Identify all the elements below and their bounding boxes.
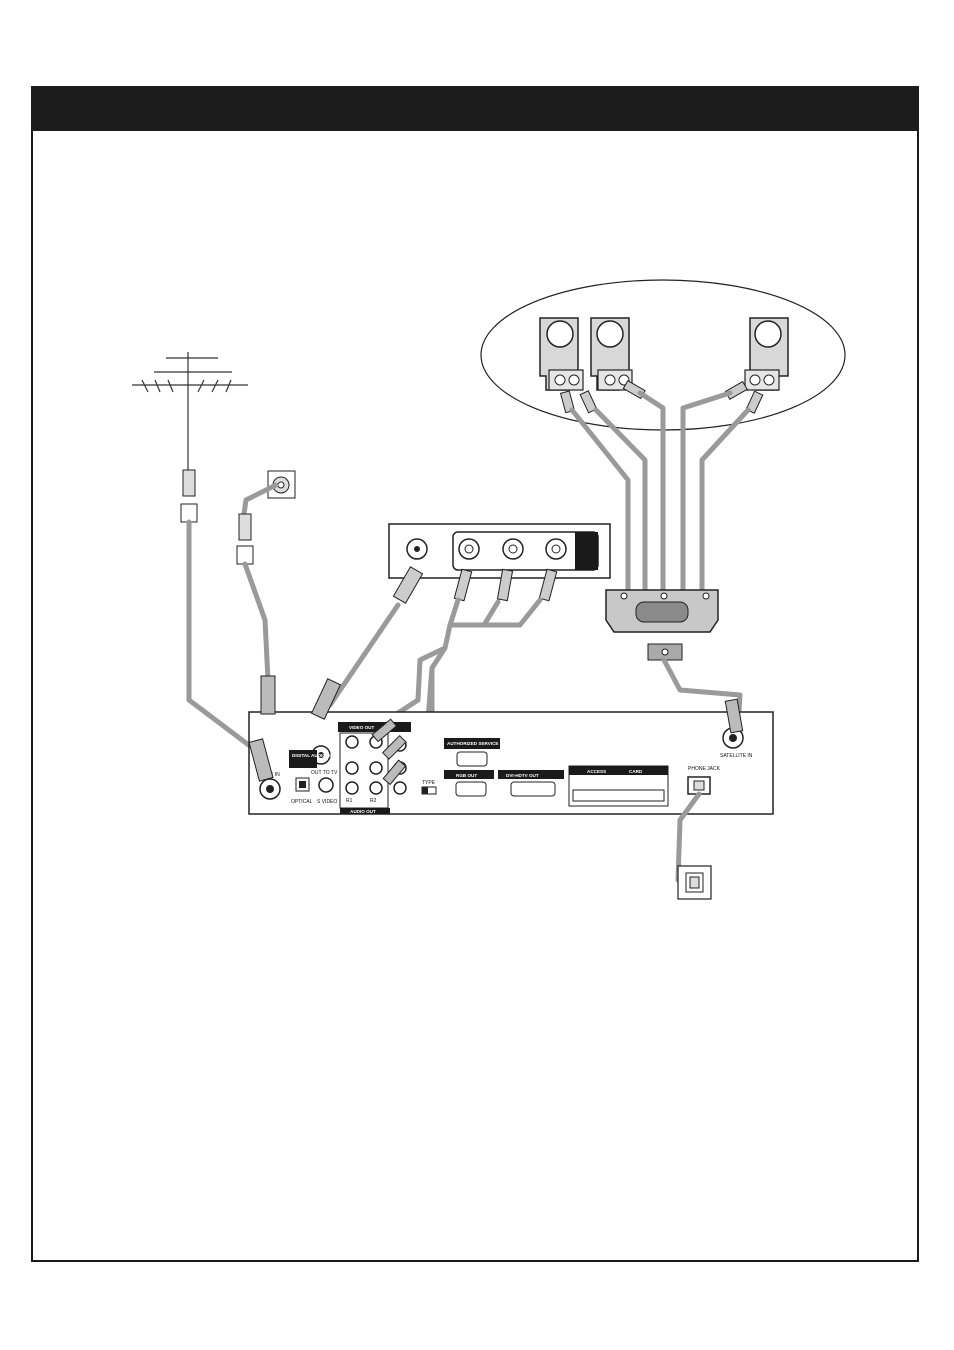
authorized-service-label: AUTHORIZED SERVICE ONLY [447, 741, 512, 746]
video-out-label: VIDEO OUT [349, 725, 374, 730]
access-card-right-label: CARD [629, 769, 643, 774]
wall-phone-jack-icon [678, 866, 711, 899]
r1-label: R1 [346, 798, 353, 804]
antenna-icon [132, 352, 248, 470]
satellite-in-label: SATELLITE IN [720, 753, 753, 759]
digital-audio-out-label: DIGITAL AUDIO OUT [292, 753, 337, 758]
wall-adapter-icon [237, 514, 253, 564]
cable-in-plug-icon [261, 676, 275, 714]
dvi-hdtv-out-label: DVI-HDTV OUT [506, 773, 539, 778]
tv-input-panel [389, 524, 610, 578]
rgb-out-label: RGB OUT [456, 773, 477, 778]
antenna-adapter-icon [181, 470, 197, 522]
r2-label: R2 [370, 798, 377, 804]
optical-label: OPTICAL [291, 799, 313, 805]
lnb-1-icon [540, 318, 583, 390]
audio-out-label: AUDIO OUT [350, 809, 376, 814]
s-video-label: S VIDEO [317, 799, 337, 805]
out-to-tv-label: OUT TO TV [311, 770, 338, 776]
lnb-2-icon [591, 318, 632, 390]
access-card-left-label: ACCESS [587, 769, 606, 774]
type-label: TYPE [422, 780, 436, 786]
multiswitch-icon [606, 590, 718, 660]
phone-jack-label: PHONE JACK [688, 766, 721, 772]
